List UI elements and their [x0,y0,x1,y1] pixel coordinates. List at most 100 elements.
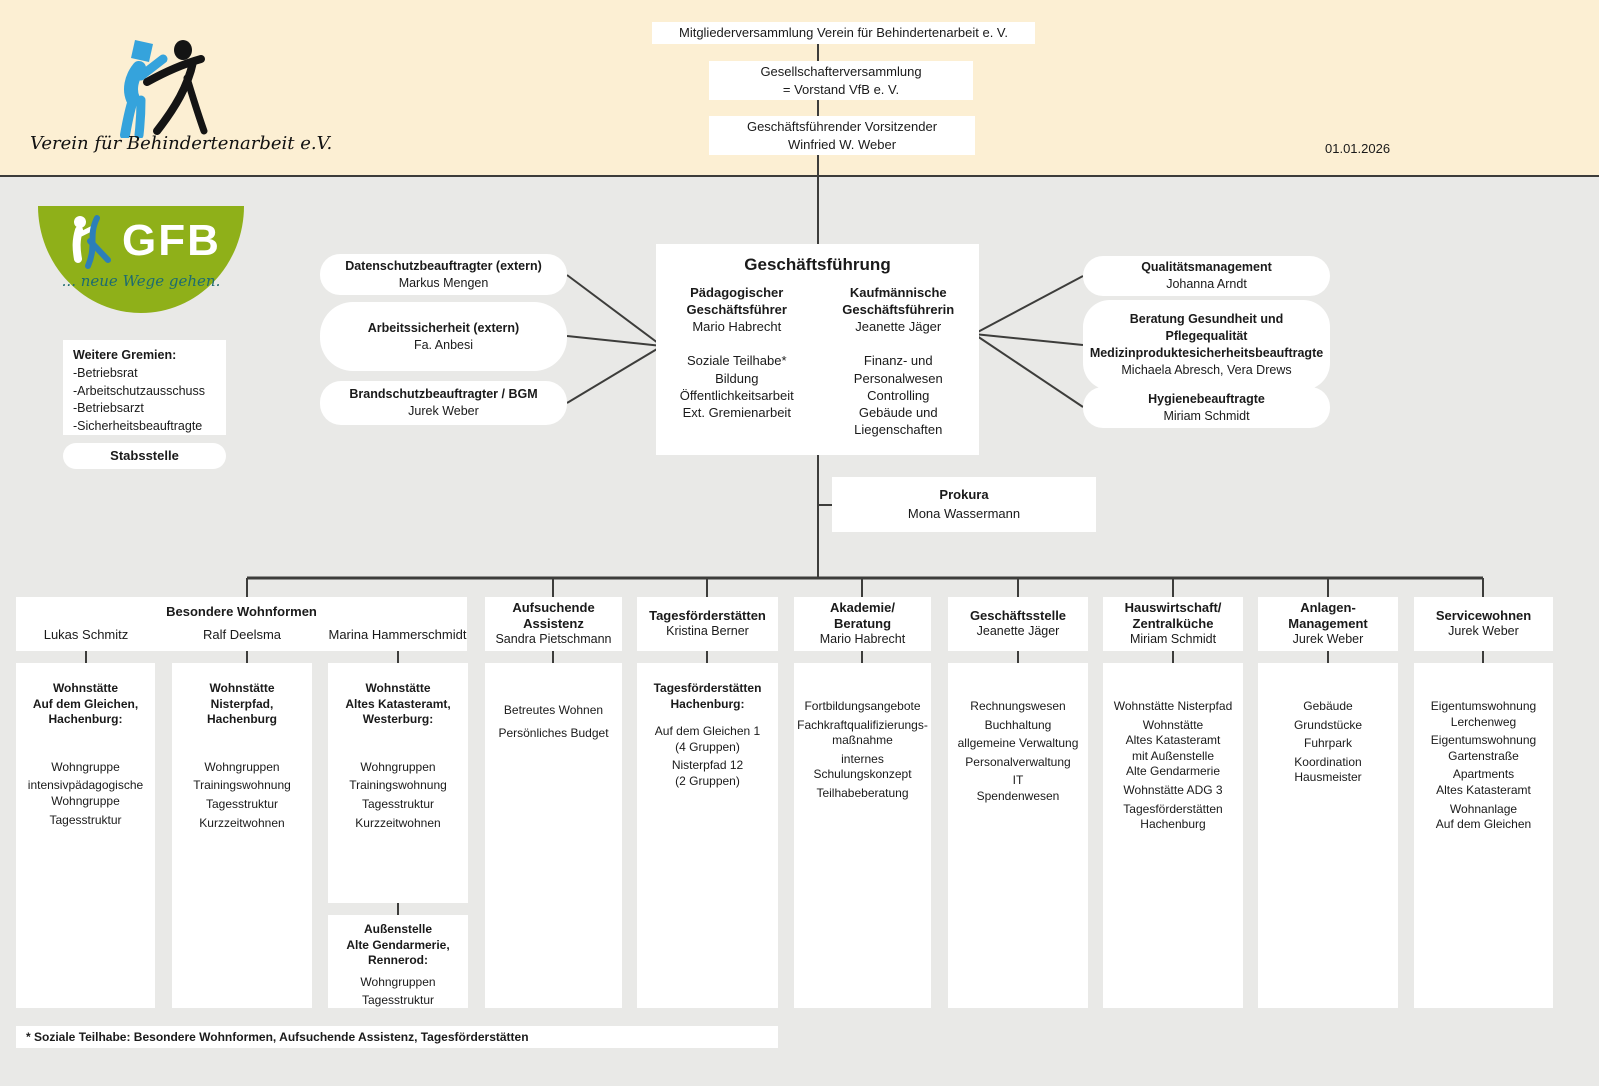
column-item: Wohnanlage Auf dem Gleichen [1435,801,1532,832]
column-hauswirtschaft-zentralkueche: Wohnstätte Nisterpfad Wohnstätte Altes K… [1103,663,1243,1008]
column-item: intensivpädagogische Wohngruppe [27,778,144,808]
dept-lead: Kristina Berner [666,624,749,639]
node-geschaeftsfuehrung: Geschäftsführung Pädagogischer Geschäfts… [656,244,979,455]
column-tagesfoerderstaetten: Tagesförderstätten Hachenburg: Auf dem G… [637,663,778,1008]
column-item: Koordination Hausmeister [1294,754,1362,785]
column-geschaeftsstelle: Rechnungswesen Buchhaltung allgemeine Ve… [948,663,1088,1008]
node-mitgliederversammlung: Mitgliederversammlung Verein für Behinde… [652,22,1035,44]
column-item: Apartments Altes Katasteramt [1436,767,1531,797]
column-anlagen-management: Gebäude Grundstücke Fuhrpark Koordinatio… [1258,663,1398,1008]
staff-title: Datenschutzbeauftragter (extern) [345,258,542,273]
staff-name: Markus Mengen [398,275,489,290]
column-item: Tagesförderstätten Hachenburg [1123,801,1223,832]
node-hygienebeauftragte: Hygienebeauftragte Miriam Schmidt [1083,387,1330,428]
staff-name: Johanna Arndt [1166,277,1247,291]
staff-name: Jurek Weber [408,404,479,418]
staff-title: Arbeitssicherheit (extern) [367,320,520,335]
column-title: Wohnstätte Altes Katasteramt, Westerburg… [345,681,451,727]
column-item: Kurzzeitwohnen [199,815,285,830]
gremien-item: -Sicherheitsbeauftragte [73,419,203,433]
gremien-title: Weitere Gremien: [73,348,177,362]
column-item: Wohnstätte ADG 3 [1123,782,1223,797]
column-wohnstaette-altes-katasteramt: Wohnstätte Altes Katasteramt, Westerburg… [328,663,468,903]
column-item: Tagesstruktur [205,796,279,811]
role-name: Mario Habrecht [692,319,782,335]
gremien-item: -Betriebsarzt [73,401,144,416]
dept-title: Tagesförderstätten [649,608,766,624]
gfb-acronym: GFB [122,216,221,265]
column-item: internes Schulungskonzept [813,751,912,782]
column-item: Gebäude [1303,699,1353,713]
dept-lead: Lukas Schmitz [43,627,129,642]
dept-title: Besondere Wohnformen [166,604,317,619]
column-item: Trainingswohnung [349,778,447,793]
dept-title: Servicewohnen [1435,608,1532,624]
node-gesellschafterversammlung: Gesellschafterversammlung = Vorstand VfB… [709,61,973,100]
dept-lead: Ralf Deelsma [202,627,282,642]
dept-title: Hauswirtschaft/ Zentralküche [1124,599,1222,632]
staff-name: Michaela Abresch, Vera Drews [1121,362,1292,377]
column-wohnstaette-nisterpfad: Wohnstätte Nisterpfad, Hachenburg Wohngr… [172,663,312,1008]
column-title: Außenstelle Alte Gendarmerie, Rennerod: [346,922,450,968]
staff-title: Qualitätsmanagement [1141,260,1272,275]
stabsstelle-label: Stabsstelle [63,443,226,469]
column-item: IT Spendenwesen [976,773,1060,803]
vfb-logo-icon [120,40,208,138]
column-item: Tagesstruktur [361,993,435,1008]
column-item: Nisterpfad 12 (2 Gruppen) [671,758,744,788]
dept-lead: Mario Habrecht [819,632,906,647]
column-item: allgemeine Verwaltung [957,736,1079,751]
dept-akademie-beratung: Akademie/ Beratung Mario Habrecht [794,597,931,651]
dept-lead: Jurek Weber [1292,632,1364,647]
role-title: Kaufmännische Geschäftsführerin [842,285,955,318]
column-item: Wohnstätte Altes Katasteramt mit Außenst… [1125,717,1221,779]
column-item: Wohngruppen [360,974,436,989]
staff-name: Fa. Anbesi [413,337,474,352]
dept-lead: Jurek Weber [1448,624,1519,639]
role-name: Jeanette Jäger [855,319,942,335]
column-aufsuchende-assistenz: Betreutes Wohnen Persönliches Budget [485,663,622,1008]
role-title: Pädagogischer Geschäftsführer [686,285,787,318]
column-item: Grundstücke [1293,717,1363,732]
column-item: Trainingswohnung [193,778,291,793]
gfb-tagline: ... neue Wege gehen. [61,272,221,290]
column-item: Wohngruppen [360,759,436,774]
dept-hauswirtschaft-zentralkueche: Hauswirtschaft/ Zentralküche Miriam Schm… [1103,597,1243,651]
management-title: Geschäftsführung [744,255,891,274]
column-item: Wohnstätte Nisterpfad [1113,699,1233,713]
dept-servicewohnen: Servicewohnen Jurek Weber [1414,597,1553,651]
column-item: Fuhrpark [1303,736,1353,751]
staff-title: Beratung Gesundheit und Pflegequalität M… [1089,312,1324,360]
column-title: Wohnstätte Nisterpfad, Hachenburg [206,681,277,727]
staff-title: Hygienebeauftragte [1148,391,1265,406]
column-item: Eigentumswohnung Lerchenweg [1430,699,1537,729]
node-arbeitssicherheit: Arbeitssicherheit (extern) Fa. Anbesi [320,302,567,371]
dept-aufsuchende-assistenz: Aufsuchende Assistenz Sandra Pietschmann [485,597,622,651]
dept-lead: Marina Hammerschmidt [328,627,467,642]
column-item: Kurzzeitwohnen [355,815,441,830]
column-item: Betreutes Wohnen [503,703,604,717]
column-item: Auf dem Gleichen 1 (4 Gruppen) [654,724,761,754]
dept-geschaeftsstelle: Geschäftsstelle Jeanette Jäger [948,597,1088,651]
column-wohnstaette-auf-dem-gleichen: Wohnstätte Auf dem Gleichen, Hachenburg:… [16,663,155,1008]
column-item: Tagesstruktur [49,812,122,827]
band-divider [0,175,1599,177]
dept-title: Aufsuchende Assistenz [512,599,595,632]
weitere-gremien-box: Weitere Gremien: -Betriebsrat -Arbeitsch… [63,340,226,435]
column-item: Wohngruppen [204,759,280,774]
staff-title: Brandschutzbeauftragter / BGM [349,387,538,402]
column-servicewohnen: Eigentumswohnung Lerchenweg Eigentumswoh… [1414,663,1553,1008]
dept-title: Akademie/ Beratung [829,599,896,632]
column-item: Fachkraftqualifizierungs- maßnahme [797,717,928,748]
column-item: Personalverwaltung [965,754,1071,769]
dept-anlagen-management: Anlagen- Management Jurek Weber [1258,597,1398,651]
column-item: Wohngruppe [51,759,120,774]
column-aussenstelle-alte-gendarmerie: Außenstelle Alte Gendarmerie, Rennerod: … [328,915,468,1008]
dept-title: Geschäftsstelle [969,608,1067,624]
column-item: Persönliches Budget [498,725,609,740]
node-geschaeftsfuehrender-vorsitzender: Geschäftsführender Vorsitzender Winfried… [709,116,975,155]
gremien-item: -Arbeitschutzausschuss [73,383,206,398]
effective-date: 01.01.2026 [1325,141,1391,156]
dept-lead: Miriam Schmidt [1129,632,1217,647]
